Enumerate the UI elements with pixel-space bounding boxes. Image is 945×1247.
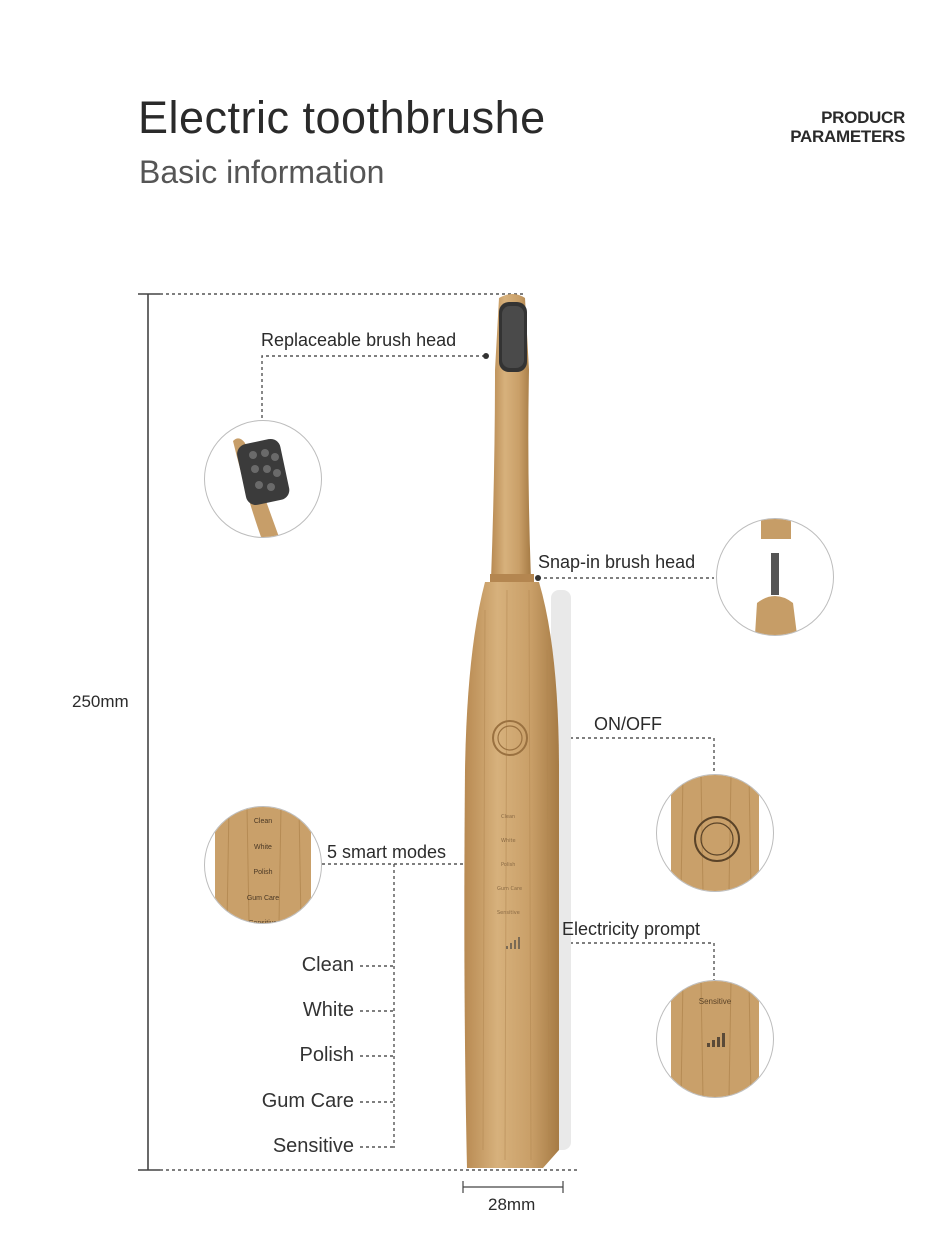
detail-power-button-circle (656, 774, 774, 892)
callout-on-off: ON/OFF (594, 714, 662, 734)
brush-bristles (499, 302, 527, 372)
mode-gum-care: Gum Care (261, 1090, 354, 1112)
height-dimension-label: 250mm (72, 692, 129, 711)
modes-closeup-list: Clean White Polish Gum Care Sensitive (205, 809, 321, 924)
svg-text:Sensitive: Sensitive (497, 910, 520, 916)
mode-polish: Polish (299, 1044, 354, 1066)
callout-snap-in: Snap-in brush head (538, 552, 696, 572)
mode-sensitive: Sensitive (272, 1135, 354, 1157)
detail-modes-circle: Clean White Polish Gum Care Sensitive (204, 806, 322, 924)
detail-battery-circle: Sensitive (656, 980, 774, 1098)
closeup-mode-gum-care: Gum Care (246, 894, 280, 902)
product-parameters-label: PRODUCR PARAMETERS (790, 108, 905, 146)
modes-closeup-icon (215, 807, 311, 923)
params-line-2: PARAMETERS (790, 127, 905, 146)
page-title: Electric toothbrushe (138, 92, 546, 143)
svg-text:Gum Care: Gum Care (497, 886, 522, 892)
svg-text:White: White (501, 838, 516, 844)
snap-in-closeup-icon (755, 519, 797, 635)
page-subtitle: Basic information (139, 154, 385, 190)
params-line-1: PRODUCR (821, 108, 905, 127)
detail-brush-head-circle (204, 420, 322, 538)
svg-text:Polish: Polish (501, 862, 515, 868)
battery-sensitive-label: Sensitive (698, 997, 732, 1006)
mode-clean: Clean (301, 954, 354, 976)
toothbrush-illustration: Clean White Polish Gum Care Sensitive (464, 294, 571, 1168)
callout-electricity: Electricity prompt (562, 919, 701, 939)
battery-closeup-icon (671, 981, 759, 1097)
brush-head-closeup-icon (233, 438, 290, 537)
power-button-closeup-icon (671, 775, 759, 891)
callout-smart-modes: 5 smart modes (327, 842, 447, 862)
mode-white: White (302, 999, 354, 1021)
svg-text:Clean: Clean (501, 814, 515, 820)
closeup-mode-sensitive: Sensitive (248, 920, 278, 924)
callout-brush-head: Replaceable brush head (261, 330, 457, 350)
detail-snap-in-circle (716, 518, 834, 636)
closeup-mode-clean: Clean (253, 818, 273, 825)
width-dimension-label: 28mm (488, 1195, 536, 1214)
closeup-mode-polish: Polish (253, 869, 273, 876)
closeup-mode-white: White (254, 843, 272, 851)
